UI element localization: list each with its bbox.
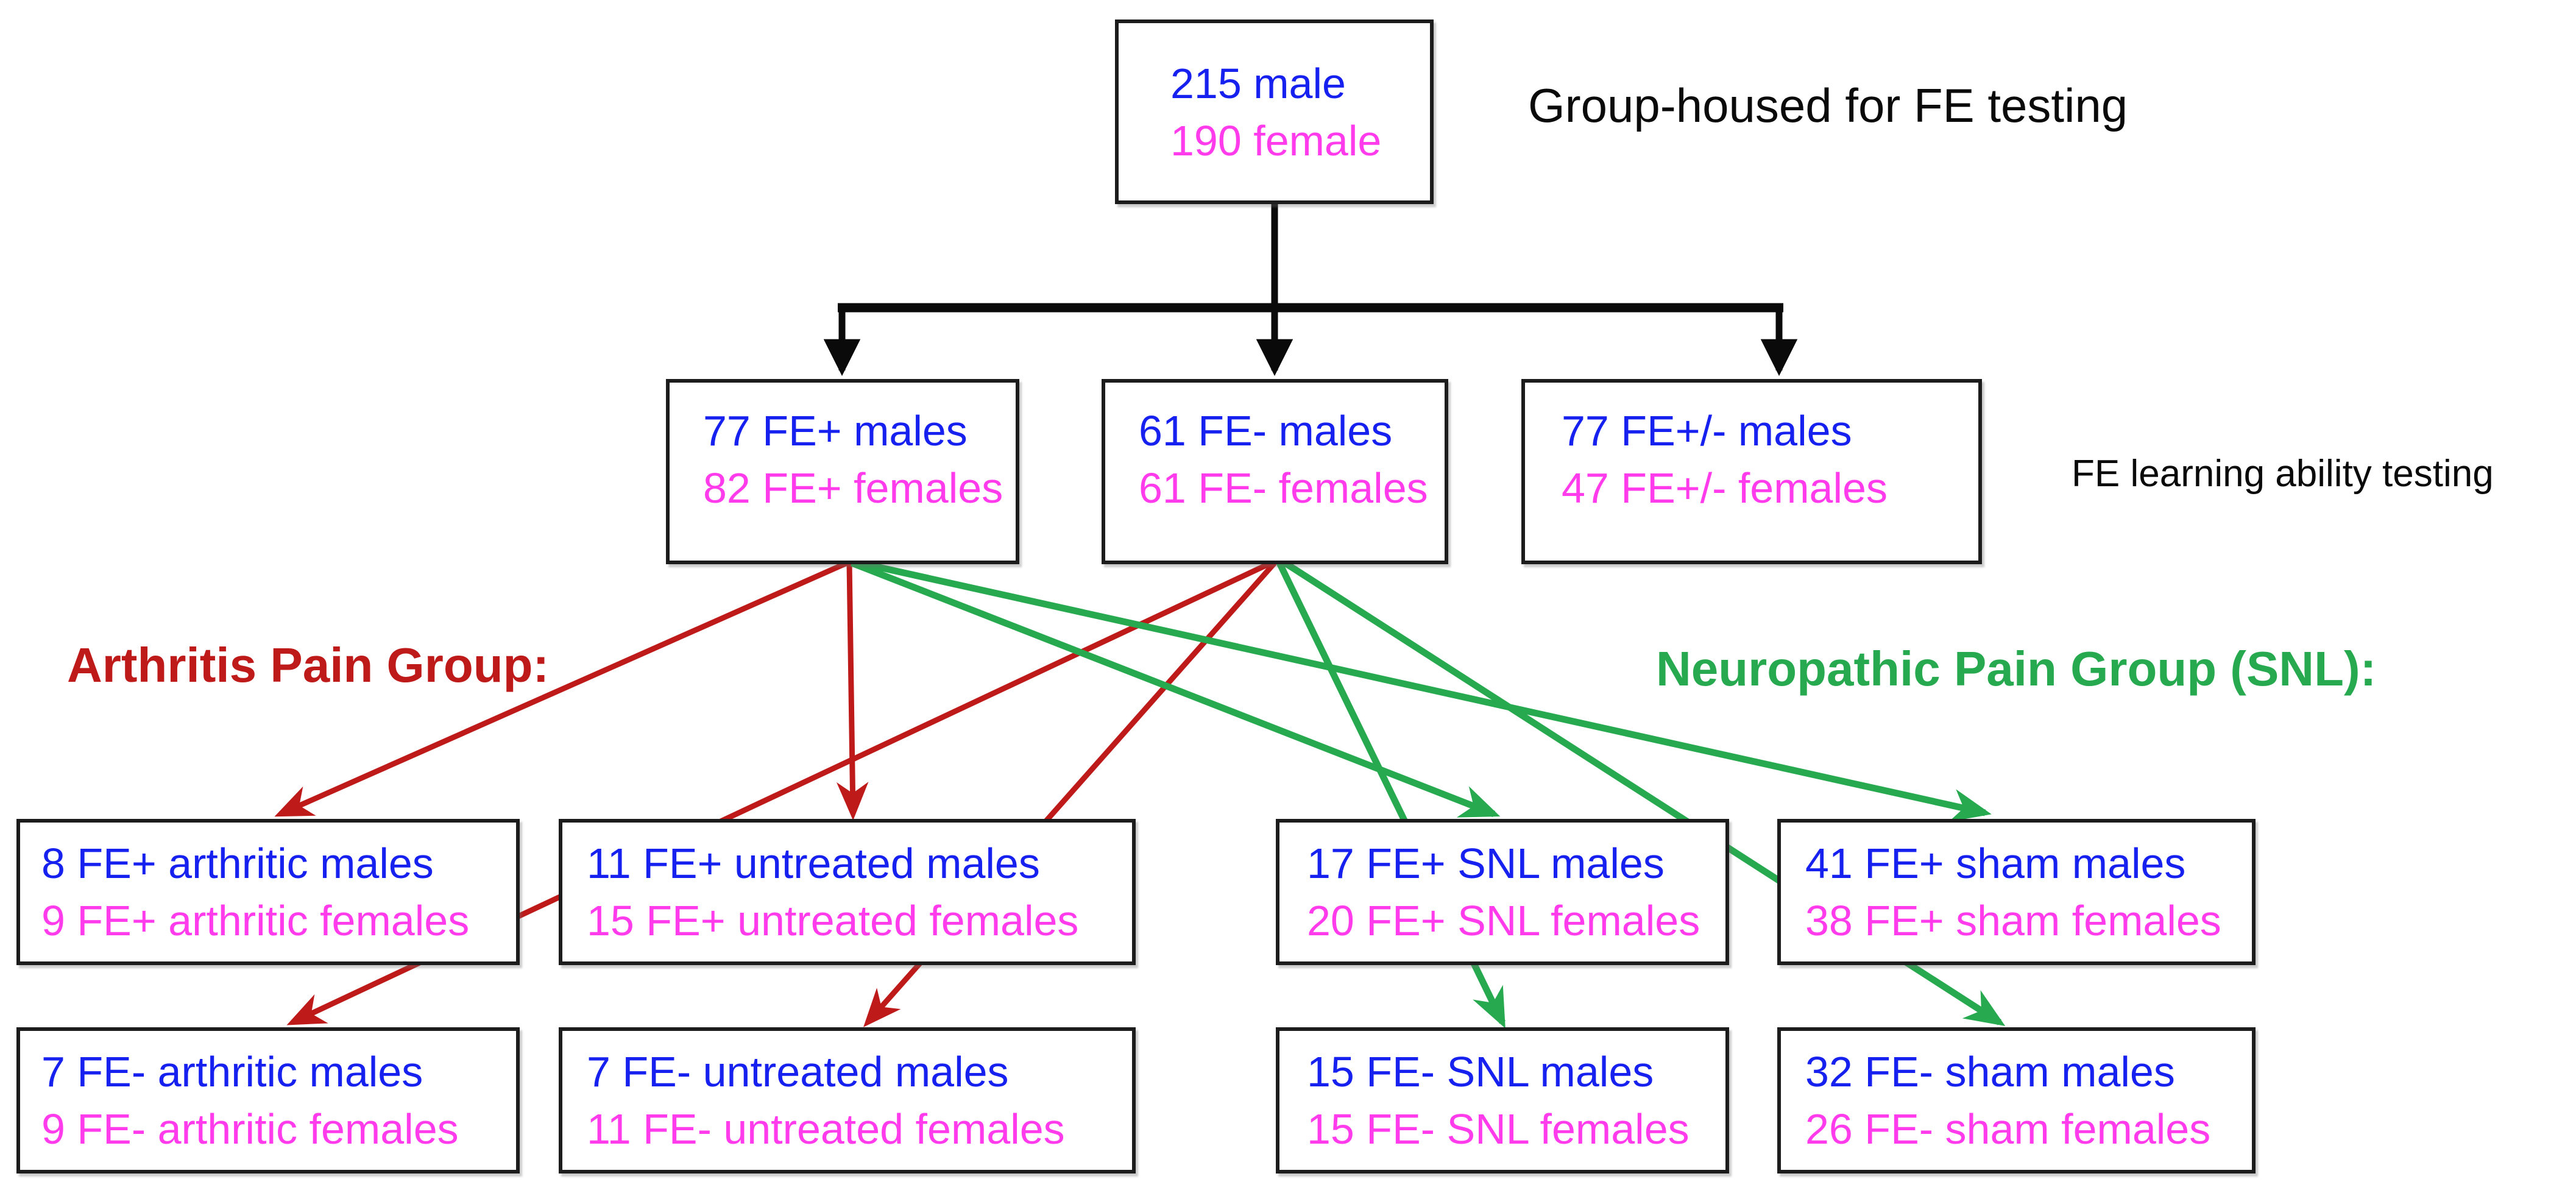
fe-mixed-females-count: 47 FE+/- females xyxy=(1562,464,1888,512)
fe-plus-untreated-females-count: 15 FE+ untreated females xyxy=(587,897,1079,944)
fe-plus-sham-males-count: 41 FE+ sham males xyxy=(1805,840,2186,887)
root-box: 215 male 190 female xyxy=(1115,19,1434,204)
root-females-count: 190 female xyxy=(1170,116,1382,165)
arrow-fe-plus-to-untreated xyxy=(836,562,869,821)
neuropathic-pain-group-label: Neuropathic Pain Group (SNL): xyxy=(1656,642,2377,696)
fe-plus-untreated-males-count: 11 FE+ untreated males xyxy=(587,840,1040,887)
fe-minus-arthritic-females-count: 9 FE- arthritic females xyxy=(41,1105,459,1153)
fe-minus-arthritic-males-count: 7 FE- arthritic males xyxy=(41,1048,423,1096)
fe-minus-snl-males-count: 15 FE- SNL males xyxy=(1307,1048,1654,1096)
fe-plus-box: 77 FE+ males 82 FE+ females xyxy=(666,379,1019,564)
fe-minus-sham-females-count: 26 FE- sham females xyxy=(1805,1105,2211,1153)
arrow-fe-plus-to-sham xyxy=(853,558,1992,822)
fe-minus-arthritic-box: 7 FE- arthritic males 9 FE- arthritic fe… xyxy=(16,1027,520,1174)
arrow-fe-plus-to-snl xyxy=(850,559,1501,818)
fe-plus-untreated-box: 11 FE+ untreated males 15 FE+ untreated … xyxy=(559,819,1136,965)
fe-plus-sham-females-count: 38 FE+ sham females xyxy=(1805,897,2221,944)
fe-plus-snl-box: 17 FE+ SNL males 20 FE+ SNL females xyxy=(1276,819,1729,965)
fe-plus-snl-males-count: 17 FE+ SNL males xyxy=(1307,840,1665,887)
fe-mixed-box: 77 FE+/- males 47 FE+/- females xyxy=(1521,379,1982,564)
fe-plus-sham-box: 41 FE+ sham males 38 FE+ sham females xyxy=(1777,819,2256,965)
arrow-fe-plus-to-arthritic xyxy=(274,560,848,817)
arthritis-pain-group-label: Arthritis Pain Group: xyxy=(67,638,550,692)
fe-plus-snl-females-count: 20 FE+ SNL females xyxy=(1307,897,1700,944)
fe-minus-males-count: 61 FE- males xyxy=(1139,407,1393,455)
root-males-count: 215 male xyxy=(1170,59,1346,107)
fe-plus-females-count: 82 FE+ females xyxy=(703,464,1003,512)
fe-plus-arthritic-males-count: 8 FE+ arthritic males xyxy=(41,840,434,887)
fe-plus-arthritic-females-count: 9 FE+ arthritic females xyxy=(41,897,470,944)
fe-minus-box: 61 FE- males 61 FE- females xyxy=(1102,379,1448,564)
fe-minus-untreated-males-count: 7 FE- untreated males xyxy=(587,1048,1009,1096)
fe-learning-label: FE learning ability testing xyxy=(2072,453,2494,495)
fe-plus-males-count: 77 FE+ males xyxy=(703,407,968,455)
fe-minus-snl-females-count: 15 FE- SNL females xyxy=(1307,1105,1690,1153)
group-housed-label: Group-housed for FE testing xyxy=(1528,79,2128,132)
fe-minus-untreated-females-count: 11 FE- untreated females xyxy=(587,1105,1065,1153)
fe-mixed-males-count: 77 FE+/- males xyxy=(1562,407,1852,455)
fe-minus-snl-box: 15 FE- SNL males 15 FE- SNL females xyxy=(1276,1027,1729,1174)
fe-minus-untreated-box: 7 FE- untreated males 11 FE- untreated f… xyxy=(559,1027,1136,1174)
fe-minus-sham-males-count: 32 FE- sham males xyxy=(1805,1048,2175,1096)
fe-minus-sham-box: 32 FE- sham males 26 FE- sham females xyxy=(1777,1027,2256,1174)
fe-minus-females-count: 61 FE- females xyxy=(1139,464,1428,512)
fe-plus-arthritic-box: 8 FE+ arthritic males 9 FE+ arthritic fe… xyxy=(16,819,520,965)
